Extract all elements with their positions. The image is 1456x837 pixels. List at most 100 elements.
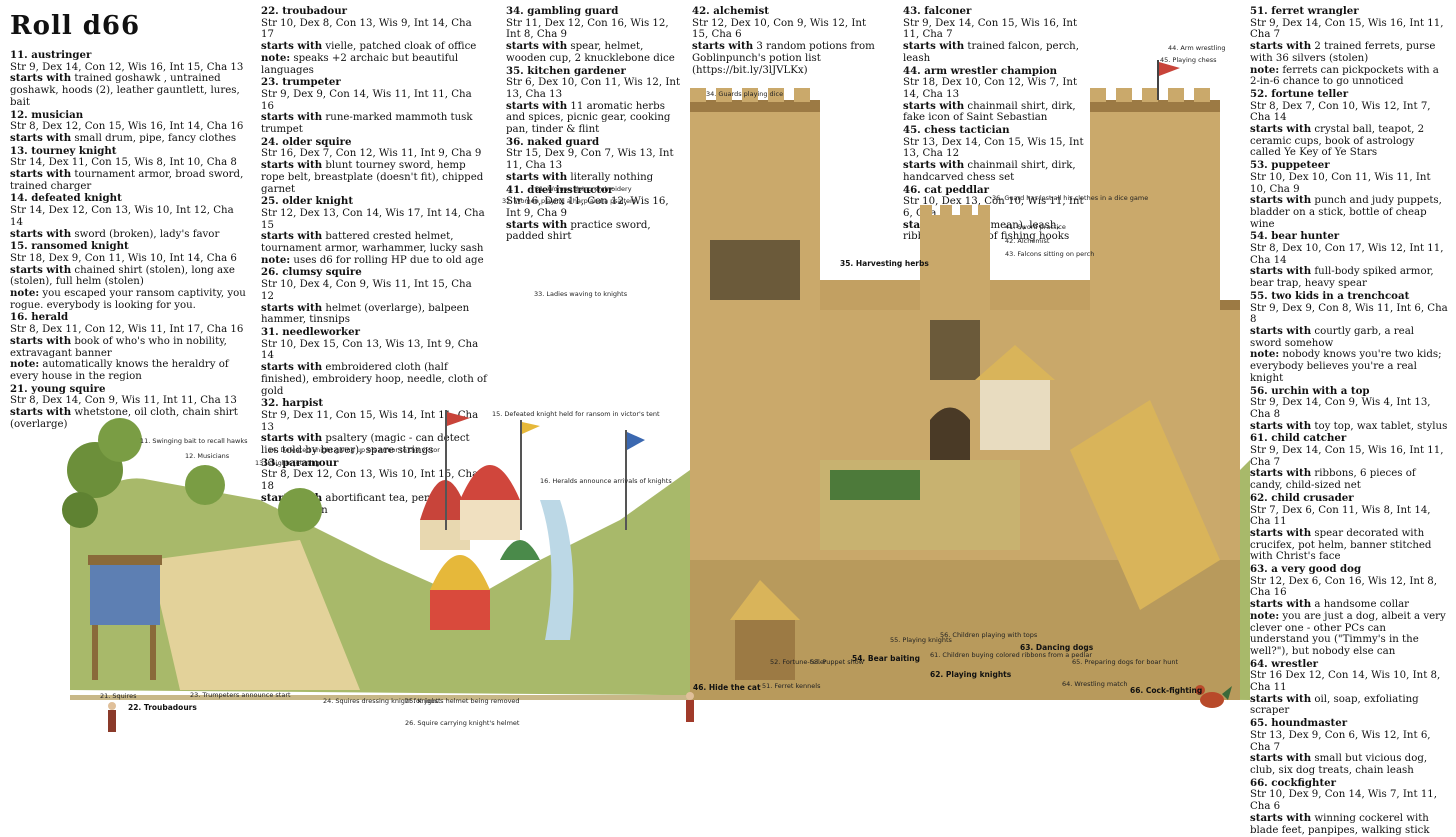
entry-stats: Str 12, Dex 13, Con 14, Wis 17, Int 14, … [261, 207, 485, 231]
starts-with-label: starts with [1250, 692, 1312, 705]
caption-34: 34. Guards playing dice [706, 90, 783, 98]
entry-starting-gear: starts with rune-marked mammoth tusk tru… [261, 111, 487, 135]
entry-starting-gear: starts with courtly garb, a real sword s… [1250, 325, 1448, 349]
entry-starting-gear: starts with chainmail shirt, dirk, handc… [903, 159, 1093, 183]
entry-starting-gear: starts with toy top, wax tablet, stylus [1250, 420, 1448, 433]
starting-gear-text: book of who's who in nobility, extravaga… [10, 335, 227, 359]
starts-with-label: starts with [506, 40, 568, 53]
entry-starting-gear: starts with helmet (overlarge), balpeen … [261, 302, 487, 326]
entry-stats: Str 9, Dex 11, Con 15, Wis 14, Int 11, C… [261, 409, 479, 433]
starting-gear-text: chained shirt (stolen), long axe (stolen… [10, 264, 235, 288]
entry-starting-gear: starts with chainmail shirt, dirk, fake … [903, 99, 1093, 124]
entry-title: 66. cockfighter [1250, 776, 1337, 789]
starting-gear-text: chainmail shirt, dirk, handcarved chess … [903, 160, 1076, 183]
caption-43: 43. Falcons sitting on perch [1005, 250, 1094, 258]
entry-starting-gear: starts with literally nothing [506, 171, 686, 184]
entry-title: 41. duel instructor [506, 183, 614, 196]
starting-gear-text: chainmail shirt, dirk, fake icon of Sain… [903, 100, 1076, 124]
starting-gear-text: trained goshawk , untrained goshawk, hoo… [10, 73, 240, 108]
entry-note: note: nobody knows you're two kids; ever… [1250, 349, 1448, 384]
note-label: note: [10, 287, 40, 300]
starting-gear-text: battered crested helmet, tournament armo… [261, 231, 484, 255]
entry-stats: Str 10, Dex 15, Con 13, Wis 13, Int 9, C… [261, 338, 479, 362]
entry-title: 12. musician [10, 108, 84, 121]
starting-gear-text: small drum, pipe, fancy clothes [74, 132, 237, 144]
entry-starting-gear: starts with whetstone, oil cloth, chain … [10, 406, 246, 430]
starting-gear-text: toy top, wax tablet, stylus [1314, 420, 1448, 432]
starts-with-label: starts with [1250, 194, 1312, 207]
entry-starting-gear: starts with trained goshawk , untrained … [10, 73, 246, 108]
caption-35: 35. Harvesting herbs [840, 259, 929, 268]
caption-56: 56. Children playing with tops [940, 631, 1038, 639]
entry-stats: Str 14, Dex 12, Con 13, Wis 10, Int 12, … [10, 205, 234, 228]
starting-gear-text: tournament armor, broad sword, trained c… [10, 169, 244, 192]
starts-with-label: starts with [903, 99, 965, 112]
note-text: nobody knows you're two kids; everybody … [1250, 349, 1442, 384]
entry-title: 23. trumpeter [261, 76, 341, 89]
entry-starting-gear: starts with trained falcon, perch, leash [903, 40, 1093, 64]
starting-gear-text: whetstone, oil cloth, chain shirt (overl… [10, 407, 238, 430]
entry-stats: Str 9, Dex 14, Con 12, Wis 16, Int 15, C… [10, 61, 244, 73]
entry-starting-gear: starts with full-body spiked armor, bear… [1250, 266, 1448, 290]
entry-stats: Str 9, Dex 9, Con 14, Wis 11, Int 11, Ch… [261, 88, 472, 112]
entry-stats: Str 16, Dex 11, Con 12, Wis 16, Int 9, C… [506, 196, 669, 219]
entry-starting-gear: starts with 3 random potions from Goblin… [692, 40, 882, 76]
entry-stats: Str 12, Dex 6, Con 16, Wis 12, Int 8, Ch… [1250, 575, 1438, 599]
castle [690, 60, 1240, 700]
entry-title: 11. austringer [10, 49, 92, 61]
caption-63: 63. Dancing dogs [1020, 643, 1094, 652]
castle-tournament-illustration: 11. Swinging bait to recall hawks 12. Mu… [62, 44, 1250, 732]
note-label: note: [1250, 348, 1280, 361]
starting-gear-text: sword (broken), lady's favor [74, 228, 220, 240]
entry-starting-gear: starts with spear decorated with crucife… [1250, 527, 1448, 563]
caption-14: 14. Defeated knight giving up his armor … [268, 446, 440, 454]
entry-starting-gear: starts with small but vicious dog, club,… [1250, 752, 1448, 776]
starts-with-label: starts with [10, 263, 72, 276]
starting-gear-text: a handsome collar [1314, 599, 1410, 611]
illustration-captions: 11. Swinging bait to recall hawks 12. Mu… [100, 44, 1225, 727]
entry-stats: Str 18, Dex 9, Con 11, Wis 10, Int 14, C… [10, 252, 237, 264]
spectator-stands [88, 555, 162, 680]
entry-starting-gear: starts with practice sword, padded shirt [506, 219, 686, 243]
note-text: you escaped your ransom captivity, you r… [10, 288, 246, 311]
starts-with-label: starts with [10, 72, 72, 85]
entry-title: 26. clumsy squire [261, 266, 362, 279]
entry-stats: Str 9, Dex 14, Con 15, Wis 16, Int 11, C… [903, 17, 1078, 41]
starts-with-label: starts with [1250, 752, 1312, 765]
entry-stats: Str 8, Dex 12, Con 15, Wis 16, Int 14, C… [10, 121, 244, 133]
entry-stats: Str 10, Dex 4, Con 9, Wis 11, Int 15, Ch… [261, 279, 472, 302]
entry-title: 16. herald [10, 311, 69, 324]
note-label: note: [10, 358, 40, 371]
entry-title: 43. falconer [903, 5, 972, 17]
entry-title: 35. kitchen gardener [506, 64, 626, 77]
entry-title: 21. young squire [10, 382, 106, 395]
note-text: you are just a dog, albeit a very clever… [1250, 610, 1446, 657]
caption-21: 21. Squires [100, 692, 137, 700]
starts-with-label: starts with [903, 40, 965, 53]
starting-gear-text: vielle, patched cloak of office [325, 41, 477, 53]
trees-left [62, 418, 322, 532]
starts-with-label: starts with [10, 227, 72, 240]
entry-starting-gear: starts with battered crested helmet, tou… [261, 231, 487, 255]
entry-title: 65. houndmaster [1250, 717, 1348, 730]
caption-55: 55. Playing knights [890, 636, 953, 644]
entry-title: 46. cat peddlar [903, 183, 990, 196]
starting-gear-text: helmet (overlarge), balpeen hammer, tins… [261, 302, 470, 326]
entry-stats: Str 15, Dex 9, Con 7, Wis 13, Int 11, Ch… [506, 148, 674, 172]
entry-title: 45. chess tactician [903, 124, 1010, 137]
note-label: note: [261, 51, 291, 64]
